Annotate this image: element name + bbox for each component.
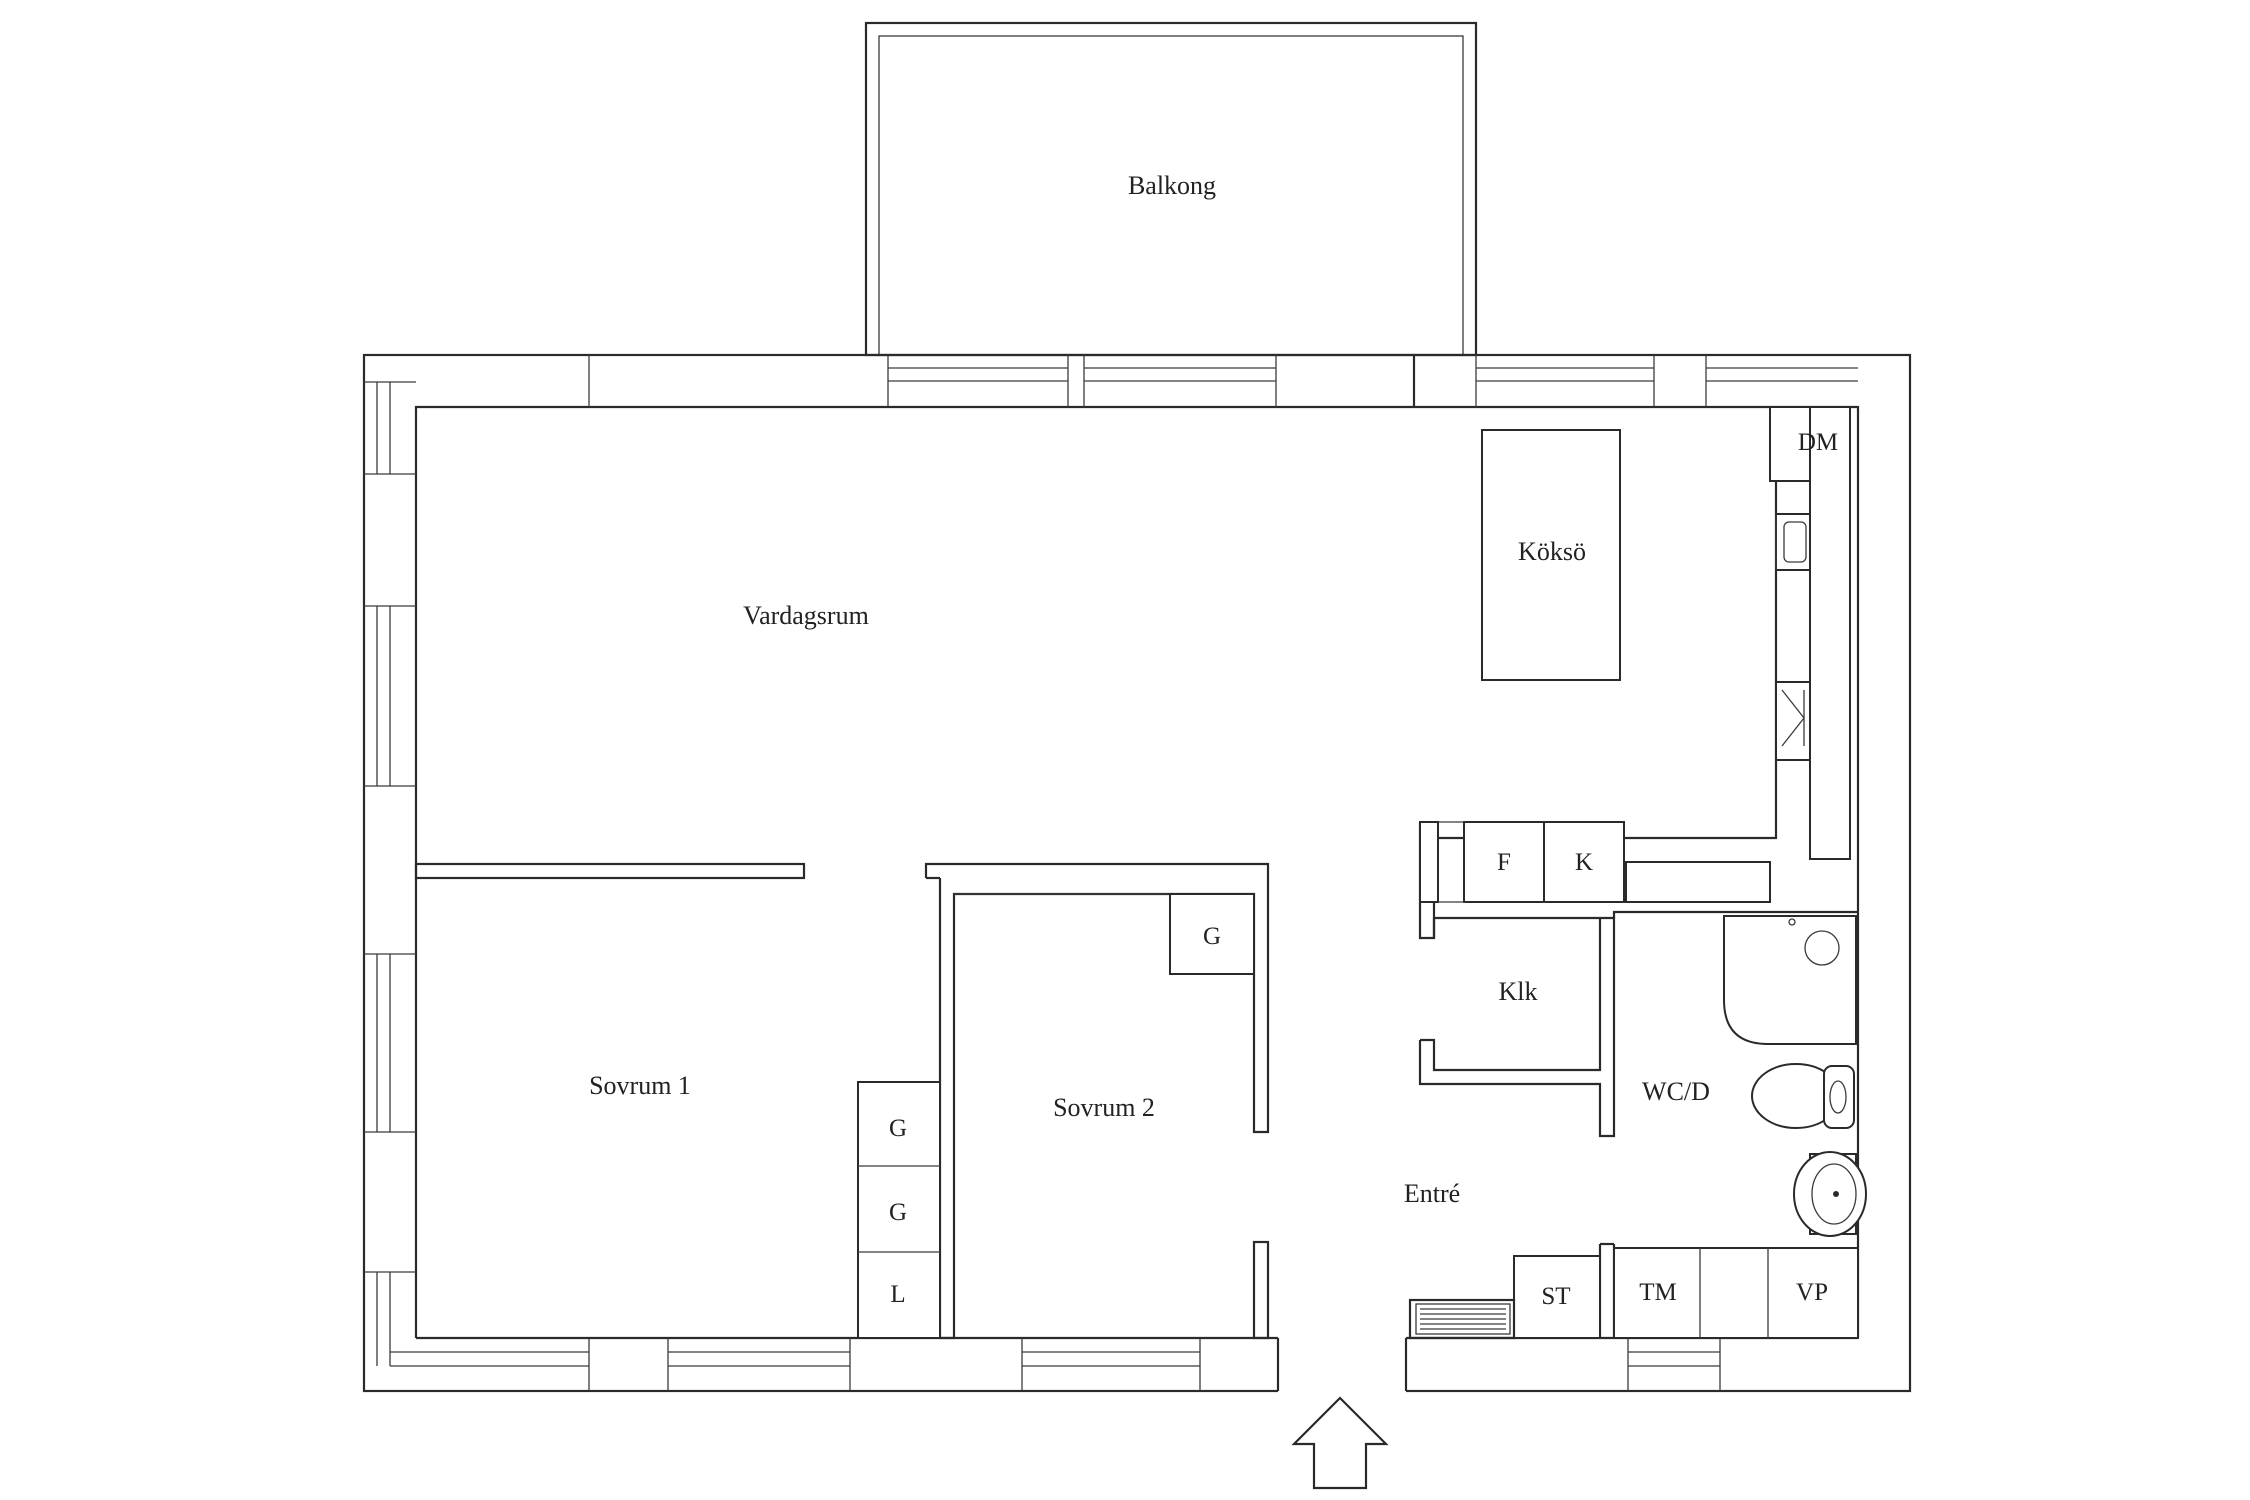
wardrobe-bedroom1-a-label: G (889, 1115, 907, 1142)
linen-closet-label: L (890, 1281, 905, 1308)
freezer (1543, 821, 1625, 903)
balcony-label: Balkong (1128, 171, 1216, 200)
bedroom-2-label: Sovrum 2 (1053, 1093, 1155, 1122)
walk-in-closet-label: Klk (1499, 977, 1538, 1006)
kitchen-counter (1809, 406, 1851, 860)
storage-label: ST (1541, 1283, 1570, 1310)
wardrobe-bedroom1-b-label: G (889, 1199, 907, 1226)
bathroom-label: WC/D (1642, 1077, 1710, 1106)
entrance-doorway (1276, 1334, 1408, 1396)
stove-icon (1775, 681, 1811, 761)
entrance-arrow-icon (1291, 1396, 1389, 1490)
washbasin-icon (1793, 1151, 1867, 1237)
living-room-label: Vardagsrum (743, 601, 869, 630)
dishwasher (1769, 406, 1811, 482)
hallway-label: Entré (1404, 1179, 1460, 1208)
kitchen-island-label: Köksö (1518, 537, 1586, 566)
freezer-label: K (1575, 849, 1593, 876)
water-heater-label: VP (1796, 1279, 1828, 1306)
shoe-rack-icon (1415, 1303, 1511, 1335)
bathroom-fixtures (1613, 915, 1867, 1339)
interior-walls (414, 355, 1858, 1340)
kitchen (1419, 406, 1851, 903)
entrance-fixtures (1408, 1255, 1601, 1340)
kitchen-island (1481, 429, 1621, 681)
wardrobe-bedroom2-label: G (1203, 923, 1221, 950)
bedroom-1-label: Sovrum 1 (589, 1071, 691, 1100)
washing-machine-label: TM (1639, 1279, 1677, 1306)
sink-icon (1775, 513, 1811, 571)
fridge-label: F (1497, 849, 1511, 876)
dishwasher-label: DM (1798, 429, 1838, 456)
shower-icon (1723, 915, 1857, 1045)
toilet-icon (1751, 1063, 1855, 1129)
storage-cabinet (1513, 1255, 1601, 1339)
